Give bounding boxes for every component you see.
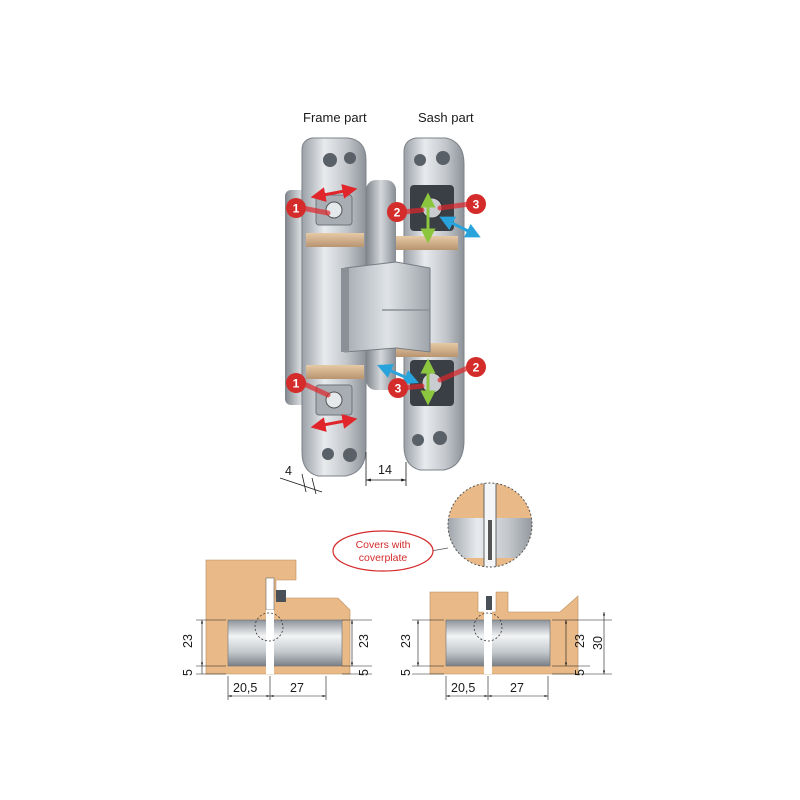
badge-frame-bottom: 1 — [286, 373, 306, 393]
sash-screw-hole-bottom-right — [433, 431, 447, 445]
coverplate-detail — [419, 482, 533, 568]
sash-pointer-2-bottom — [437, 364, 473, 383]
badge-sash-bottom-left: 3 — [388, 378, 408, 398]
left-offset-5-right: 5 — [357, 669, 371, 676]
left-section-hinge-body — [227, 619, 343, 667]
frame-screw-hole-bottom-left — [322, 448, 334, 460]
left-section-center-gap — [266, 610, 274, 674]
sash-blue-arrow-top — [439, 216, 481, 238]
left-width-27: 27 — [290, 681, 304, 695]
left-section-seal — [276, 590, 286, 602]
right-offset-5-right: 5 — [573, 669, 587, 676]
right-section-hinge-body — [445, 619, 551, 667]
badge-frame-top-number: 1 — [293, 202, 300, 216]
callout-line-1: Covers with — [356, 539, 411, 551]
right-height-23-left: 23 — [399, 634, 413, 648]
badge-frame-top: 1 — [286, 198, 306, 218]
sash-pointer-2-top — [401, 207, 425, 215]
sash-part-label: Sash part — [418, 110, 474, 125]
frame-screw-hole-bottom-right — [343, 448, 357, 462]
frame-bronze-plate-top — [306, 233, 364, 247]
coverplate-callout: Covers with coverplate — [332, 530, 434, 572]
left-height-23-left: 23 — [181, 634, 195, 648]
sash-screw-hole-top-right — [436, 151, 450, 165]
dimension-14-label: 14 — [378, 463, 392, 477]
sash-pointer-3-top — [437, 201, 473, 211]
right-section-center-gap — [484, 610, 492, 674]
right-width-20-5: 20,5 — [451, 681, 475, 695]
sash-screw-hole-bottom-left — [412, 434, 424, 446]
frame-part-label: Frame part — [303, 110, 367, 125]
dimension-4-label: 4 — [285, 464, 292, 478]
left-section-view: 23 5 23 5 20,5 27 — [181, 559, 372, 700]
frame-red-arrow-bottom — [310, 414, 358, 432]
right-section-detail-circle — [473, 612, 503, 642]
frame-screw-hole-top-right — [344, 152, 356, 164]
badge-frame-bottom-number: 1 — [293, 377, 300, 391]
right-offset-5-left: 5 — [399, 669, 413, 676]
dimension-4: 4 — [279, 464, 323, 495]
right-section-seal — [486, 596, 492, 618]
frame-pointer-top — [299, 205, 331, 216]
left-width-20-5: 20,5 — [233, 681, 257, 695]
left-section-gap — [265, 577, 275, 611]
frame-red-arrow-top — [310, 184, 358, 202]
badge-sash-bottom-right: 2 — [466, 357, 486, 377]
left-section-detail-circle — [254, 612, 284, 642]
frame-pointer-bottom — [299, 380, 331, 398]
sash-screw-hole-top-left — [414, 154, 426, 166]
sash-bronze-plate-top — [396, 236, 458, 250]
hinge-illustration: 1 1 2 3 2 3 4 — [279, 137, 486, 495]
badge-sash-top-left: 2 — [387, 202, 407, 222]
frame-adjuster-screw-top — [325, 201, 343, 219]
sash-adjuster-screw-bottom — [421, 372, 443, 394]
badge-sash-bottom-left-number: 3 — [395, 382, 402, 396]
frame-screw-hole-top-left — [323, 153, 337, 167]
right-height-23-right: 23 — [573, 634, 587, 648]
right-width-27: 27 — [510, 681, 524, 695]
badge-sash-top-right-number: 3 — [473, 198, 480, 212]
sash-blue-arrow-bottom — [377, 364, 419, 384]
left-height-23-right: 23 — [357, 634, 371, 648]
frame-bronze-plate-bottom — [306, 365, 364, 379]
badge-sash-top-left-number: 2 — [394, 206, 401, 220]
right-total-30: 30 — [591, 636, 605, 650]
hinge-knuckle — [344, 261, 431, 353]
dimension-14: 14 — [365, 452, 407, 486]
badge-sash-top-right: 3 — [466, 194, 486, 214]
left-offset-5-left: 5 — [181, 669, 195, 676]
right-section-view: 23 5 23 5 30 20,5 27 — [399, 591, 612, 700]
callout-line-2: coverplate — [359, 552, 408, 564]
badge-sash-bottom-right-number: 2 — [473, 361, 480, 375]
